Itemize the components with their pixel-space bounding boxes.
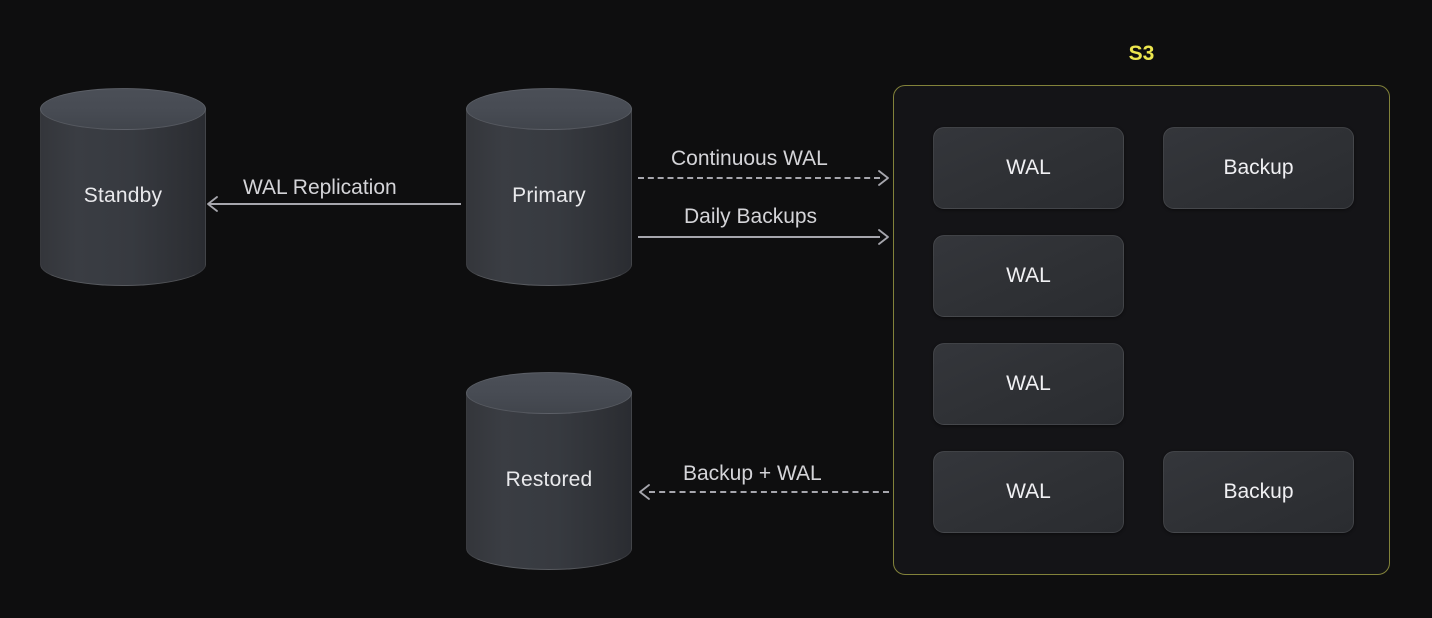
- node-standby[interactable]: Standby: [40, 88, 206, 286]
- connector-backup-plus-wal-label: Backup + WAL: [683, 462, 822, 485]
- node-primary[interactable]: Primary: [466, 88, 632, 286]
- s3-object-wal-4[interactable]: WAL: [933, 451, 1124, 533]
- s3-object-wal-3[interactable]: WAL: [933, 343, 1124, 425]
- s3-object-wal-2[interactable]: WAL: [933, 235, 1124, 317]
- cylinder-top-ellipse: [40, 88, 206, 130]
- s3-object-backup-2[interactable]: Backup: [1163, 451, 1354, 533]
- cylinder-top-ellipse: [466, 372, 632, 414]
- connector-daily-backups-label: Daily Backups: [684, 205, 818, 228]
- arrowhead-right-icon: [875, 170, 890, 186]
- connector-continuous-wal: [638, 170, 889, 186]
- node-primary-label: Primary: [512, 184, 586, 207]
- connector-continuous-wal-label: Continuous WAL: [671, 147, 828, 170]
- node-restored[interactable]: Restored: [466, 372, 632, 570]
- connector-line: [638, 177, 880, 179]
- s3-object-backup-1[interactable]: Backup: [1163, 127, 1354, 209]
- connector-backup-plus-wal: [639, 484, 889, 500]
- arrowhead-left-icon: [638, 484, 653, 500]
- cylinder-top-ellipse: [466, 88, 632, 130]
- arrowhead-right-icon: [875, 229, 890, 245]
- connector-wal-replication-label: WAL Replication: [243, 176, 397, 199]
- s3-title: S3: [1128, 42, 1155, 65]
- s3-container[interactable]: WAL Backup WAL WAL WAL Backup: [893, 85, 1390, 575]
- connector-line: [209, 203, 461, 205]
- s3-object-wal-1[interactable]: WAL: [933, 127, 1124, 209]
- cylinder-body: [40, 108, 206, 286]
- connector-wal-replication: [207, 196, 461, 212]
- node-restored-label: Restored: [505, 468, 593, 491]
- connector-line: [638, 236, 880, 238]
- connector-daily-backups: [638, 229, 889, 245]
- cylinder-body: [466, 392, 632, 570]
- connector-line: [649, 491, 889, 493]
- arrowhead-left-icon: [206, 196, 221, 212]
- cylinder-body: [466, 108, 632, 286]
- node-standby-label: Standby: [83, 184, 163, 207]
